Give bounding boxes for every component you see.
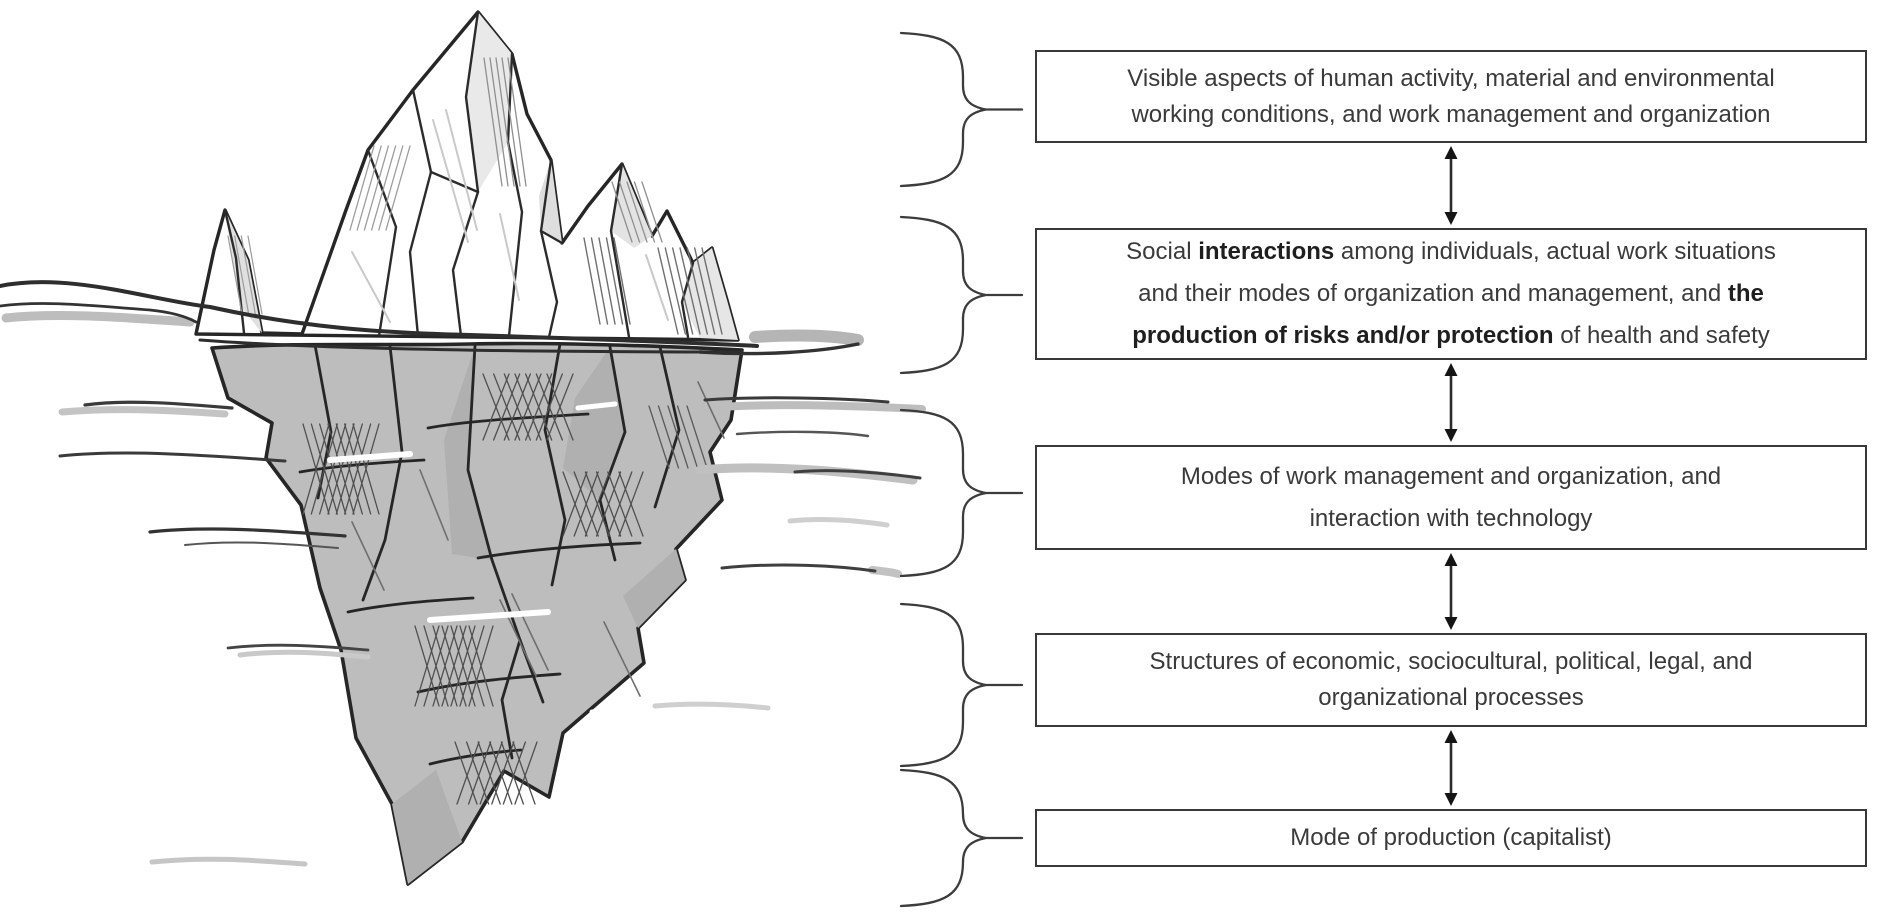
brace-icon: [899, 408, 1024, 578]
double-arrow-icon: [1444, 146, 1458, 225]
level-box-2: Social interactions among individuals, a…: [1035, 228, 1867, 360]
above-water-iceberg: [194, 10, 740, 342]
level-box-3: Modes of work management and organizatio…: [1035, 445, 1867, 550]
brace-icon: [899, 768, 1024, 908]
level-box-2-text: Social interactions among individuals, a…: [1126, 238, 1776, 349]
level-box-1: Visible aspects of human activity, mater…: [1035, 50, 1867, 143]
brace-icon: [899, 215, 1024, 375]
double-arrow-icon: [1444, 553, 1458, 630]
brace-icon: [899, 602, 1024, 768]
level-box-5: Mode of production (capitalist): [1035, 809, 1867, 867]
level-box-5-text: Mode of production (capitalist): [1290, 824, 1612, 851]
level-box-1-text: Visible aspects of human activity, mater…: [1127, 64, 1775, 128]
underwater-iceberg: [210, 341, 744, 886]
level-box-4: Structures of economic, sociocultural, p…: [1035, 633, 1867, 727]
water-ripples: [0, 280, 926, 867]
iceberg-illustration: [0, 10, 926, 886]
double-arrow-icon: [1444, 363, 1458, 442]
level-box-4-text: Structures of economic, sociocultural, p…: [1149, 648, 1753, 711]
brace-icon: [899, 31, 1024, 188]
highlight-dashes: [327, 401, 648, 715]
level-box-3-text: Modes of work management and organizatio…: [1180, 462, 1722, 532]
double-arrow-icon: [1444, 730, 1458, 806]
